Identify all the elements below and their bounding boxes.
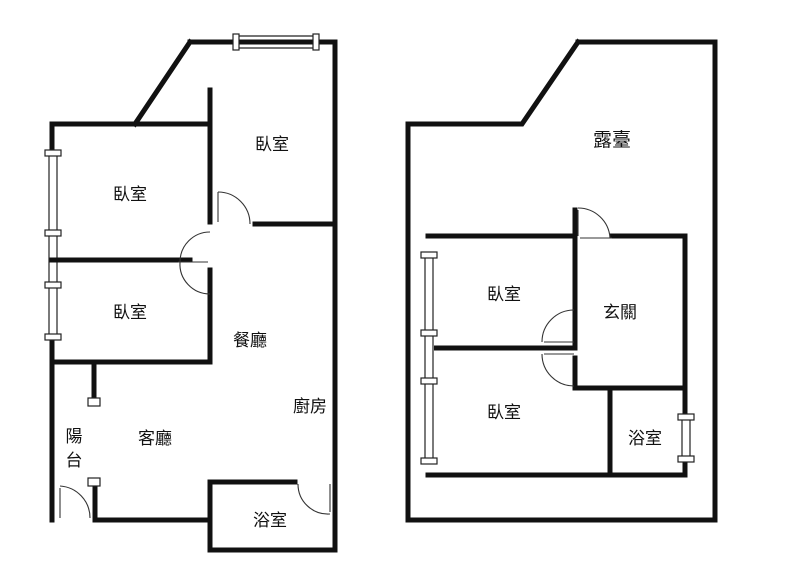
right-bedroom-doors	[541, 309, 575, 387]
right-bedroom-lower-label: 臥室	[487, 403, 521, 423]
left-balcony-post	[87, 397, 101, 407]
left-bedroom-lower-label: 臥室	[113, 303, 147, 323]
right-outer-wall	[405, 38, 718, 523]
left-doors	[59, 191, 331, 519]
left-outer-wall	[49, 38, 338, 553]
left-dining-label: 餐廳	[233, 331, 267, 351]
right-entrance-door	[577, 207, 612, 239]
left-balcony-label-1: 陽	[66, 427, 83, 447]
right-floor: 露臺 臥室 玄關 臥室 浴室	[405, 38, 718, 523]
right-bathroom-label: 浴室	[628, 429, 662, 449]
right-bathroom-window	[677, 413, 695, 463]
left-kitchen-label: 廚房	[293, 396, 327, 417]
left-bathroom-label: 浴室	[253, 511, 287, 531]
right-entrance-label: 玄關	[603, 303, 637, 323]
left-west-window	[44, 149, 62, 341]
right-inner-walls	[425, 207, 688, 478]
left-floor: 臥室 臥室 臥室 餐廳 廚房 客廳 陽 台 浴室	[44, 33, 338, 553]
right-terrace-label: 露臺	[593, 129, 631, 151]
left-top-window	[232, 33, 320, 51]
left-interior-walls	[49, 87, 338, 523]
right-bedroom-upper-label: 臥室	[487, 285, 521, 305]
right-west-window	[420, 251, 438, 465]
left-balcony-label-2: 台	[66, 451, 83, 471]
left-balcony-post-2	[87, 477, 101, 487]
left-bedroom-top-label: 臥室	[255, 135, 289, 155]
left-living-label: 客廳	[138, 429, 172, 449]
left-bedroom-upper-label: 臥室	[113, 185, 147, 205]
